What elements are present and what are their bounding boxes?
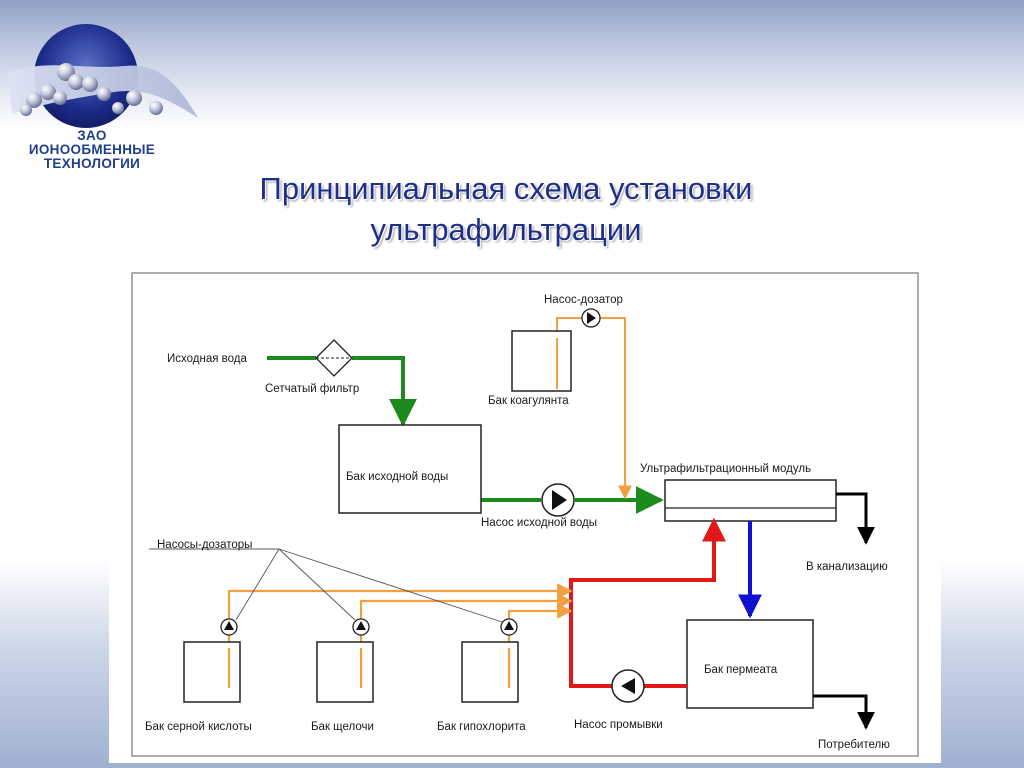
reagent-dosing-lines [227,583,573,688]
sewer-outlet-line [836,492,875,545]
mesh-filter [315,339,353,377]
feed-line [267,356,664,514]
dosing-pump-top [581,308,601,328]
permeate-tank [686,619,814,709]
label-permeate-tank: Бак пермеата [704,664,778,676]
label-coagulant-tank: Бак коагулянта [488,395,569,407]
process-diagram: Исходная вода Сетчатый фильтр Насос-доза… [109,268,941,763]
source-pump [541,483,575,517]
dosing-pump-hypochlorite [500,618,518,636]
label-acid-tank: Бак серной кислоты [145,721,252,733]
dosing-pumps-leaders [149,548,503,623]
feed-line-to-tank [352,356,417,427]
slide-title-line1: Принципиальная схема установки [259,171,753,206]
label-to-consumer: Потребителю [818,739,890,751]
logo-text-line1: ЗАО [77,128,107,143]
coagulant-tank [511,330,572,392]
consumer-outlet-line [813,694,875,730]
label-dosing-pump-top: Насос-дозатор [544,294,623,306]
slide-title-line2: ультрафильтрации [370,212,642,247]
uf-module [664,479,837,522]
label-uf-module: Ультрафильтрационный модуль [640,463,811,475]
process-diagram-svg: Исходная вода Сетчатый фильтр Насос-доза… [131,272,919,757]
label-mesh-filter: Сетчатый фильтр [265,383,359,395]
label-source-water: Исходная вода [167,353,247,365]
label-source-pump: Насос исходной воды [481,517,597,529]
source-water-tank [338,424,482,514]
label-alkali-tank: Бак щелочи [311,721,374,733]
logo-text-line2: ИОНООБМЕННЫЕ [28,142,156,157]
alkali-tank [316,641,374,703]
wash-line-to-module [569,517,726,688]
logo-text-line3: ТЕХНОЛОГИИ [43,156,141,171]
diagram-frame-border [131,272,919,757]
acid-tank [183,641,241,703]
logo-emblem [8,24,198,128]
slide-title: Принципиальная схема установки ультрафил… [0,168,1012,250]
dosing-pump-alkali [352,618,370,636]
company-logo: ЗАО ИОНООБМЕННЫЕ ТЕХНОЛОГИИ [4,18,204,171]
dosing-pump-acid [220,618,238,636]
label-dosing-pumps: Насосы-дозаторы [157,539,252,551]
label-to-sewer: В канализацию [806,561,888,573]
label-source-tank: Бак исходной воды [346,471,448,483]
label-hypochlorite-tank: Бак гипохлорита [437,721,526,733]
label-wash-pump: Насос промывки [574,719,663,731]
wash-line [569,517,726,688]
wash-pump [611,669,645,703]
